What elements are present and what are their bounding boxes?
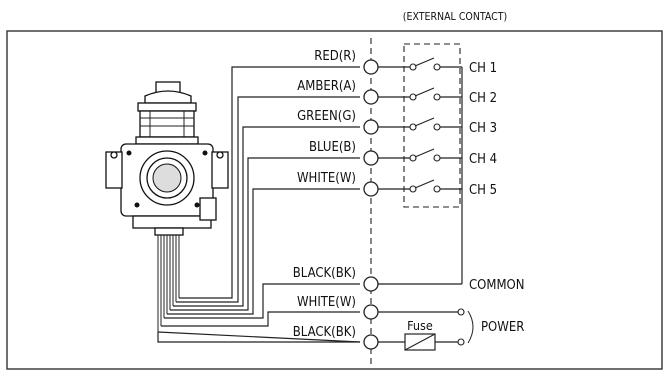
terminal-black-common bbox=[363, 276, 379, 292]
power-section: Fuse POWER bbox=[378, 308, 524, 351]
device-side-box bbox=[199, 197, 217, 221]
fuse-label: Fuse bbox=[407, 318, 433, 333]
switch-channels bbox=[378, 57, 462, 193]
switch-ch2 bbox=[414, 87, 435, 97]
common-label: COMMON bbox=[469, 278, 525, 293]
power-brace bbox=[467, 310, 474, 344]
terminal-blue bbox=[363, 150, 379, 166]
switch-ch1 bbox=[414, 57, 435, 67]
wire-label-amber: AMBER(A) bbox=[297, 79, 356, 94]
switch-ch4 bbox=[414, 148, 435, 158]
cable-bundle bbox=[157, 235, 180, 332]
power-label: POWER bbox=[481, 320, 524, 335]
wire-amber bbox=[176, 96, 360, 303]
channel-label-2: CH 2 bbox=[469, 91, 497, 106]
channel-label-1: CH 1 bbox=[469, 61, 497, 76]
device-lens-top bbox=[137, 102, 197, 112]
terminal-green bbox=[363, 119, 379, 135]
device-window-inner bbox=[152, 163, 182, 193]
wire-label-white-power: WHITE(W) bbox=[297, 295, 356, 310]
channel-label-5: CH 5 bbox=[469, 183, 497, 198]
wire-label-white: WHITE(W) bbox=[297, 171, 356, 186]
terminal-red bbox=[363, 59, 379, 75]
terminal-black-power bbox=[363, 334, 379, 350]
wire-black-power bbox=[157, 331, 361, 343]
wire-label-red: RED(R) bbox=[314, 49, 356, 64]
channel-label-3: CH 3 bbox=[469, 121, 497, 136]
wire-black-common bbox=[164, 283, 360, 319]
signal-tower-device bbox=[105, 81, 229, 236]
wire-blue bbox=[170, 157, 360, 311]
switch-ch3 bbox=[414, 117, 435, 127]
terminal-white-power bbox=[363, 304, 379, 320]
external-contact-label: (EXTERNAL CONTACT) bbox=[403, 11, 507, 23]
wire-label-black-power: BLACK(BK) bbox=[293, 325, 356, 340]
terminal-amber bbox=[363, 89, 379, 105]
wire-red bbox=[179, 66, 360, 299]
device-dome bbox=[144, 90, 192, 104]
device-lens-base bbox=[135, 136, 199, 145]
wire-label-black-common: BLACK(BK) bbox=[293, 266, 356, 281]
diagram-border bbox=[6, 30, 663, 370]
terminal-block bbox=[363, 59, 379, 350]
terminal-white bbox=[363, 181, 379, 197]
wire-label-green: GREEN(G) bbox=[297, 109, 356, 124]
power-terminal-bottom bbox=[457, 338, 465, 346]
wire-label-blue: BLUE(B) bbox=[309, 140, 356, 155]
device-lens bbox=[139, 110, 195, 138]
channel-label-4: CH 4 bbox=[469, 152, 497, 167]
switch-ch5 bbox=[414, 179, 435, 189]
wire-black-power-path bbox=[157, 332, 360, 343]
wire-green bbox=[173, 126, 360, 307]
power-terminal-top bbox=[457, 308, 465, 316]
device-cable-gland bbox=[154, 227, 184, 236]
device-lower-housing bbox=[132, 215, 212, 229]
wire-white-power bbox=[161, 311, 360, 327]
wire-white-signal bbox=[167, 188, 360, 315]
